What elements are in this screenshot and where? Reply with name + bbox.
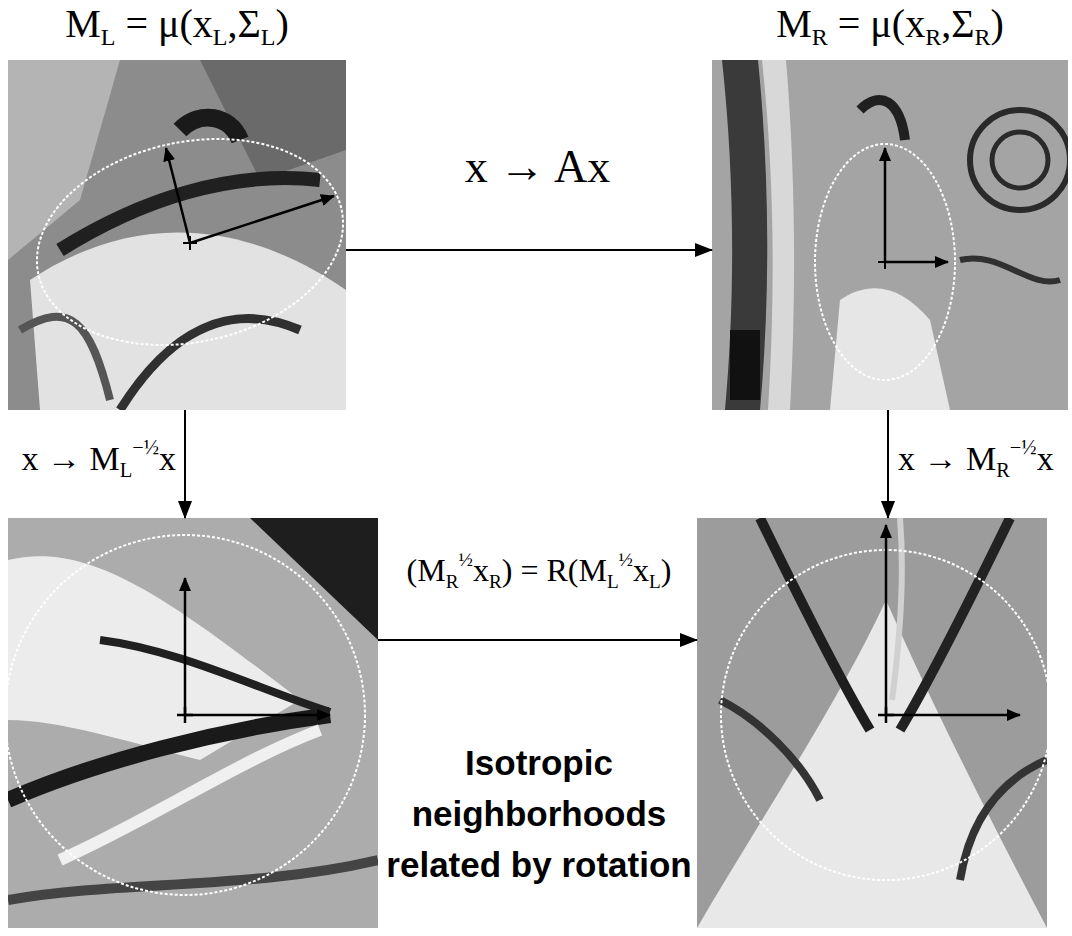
patch-right-normalized — [697, 518, 1047, 928]
transform-label: x → MR−½x — [898, 440, 1054, 478]
transform-arrow — [887, 410, 889, 518]
patch-left-normalized — [8, 518, 378, 928]
transform-arrow — [378, 639, 697, 641]
patch-heading: MR = μ(xR,ΣR) — [776, 0, 1004, 47]
patch-heading: ML = μ(xL,ΣL) — [65, 0, 289, 47]
transform-label: x → Ax — [430, 140, 645, 193]
patch-right — [712, 60, 1068, 410]
transform-arrow — [346, 249, 712, 251]
transform-arrow — [184, 410, 186, 518]
patch-left — [8, 60, 346, 410]
image-patch — [697, 518, 1047, 928]
image-patch — [8, 518, 378, 928]
image-patch: ML = μ(xL,ΣL) — [8, 60, 346, 410]
caption-note: Isotropic neighborhoods related by rotat… — [383, 738, 695, 890]
transform-label: x → ML−½x — [22, 440, 177, 478]
transform-label: (MR½xR) = R(ML½xL) — [386, 552, 692, 589]
image-patch: MR = μ(xR,ΣR) — [712, 60, 1068, 410]
